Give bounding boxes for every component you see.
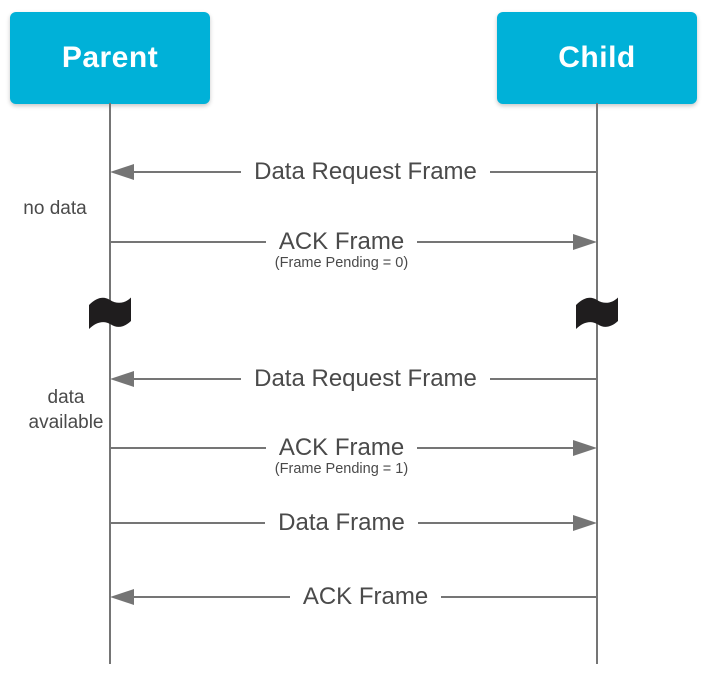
message-subtitle: (Frame Pending = 1): [274, 461, 409, 477]
message-line: [134, 595, 290, 599]
message-label-wrap: Data Frame: [265, 509, 418, 537]
message-line: [134, 377, 242, 381]
message-label-wrap: Data Request Frame: [241, 158, 490, 186]
arrowhead-right-icon: [573, 515, 598, 531]
message-label: ACK Frame: [302, 583, 429, 610]
actor-box-parent: Parent: [10, 12, 210, 104]
side-label-no-data: no data: [23, 198, 87, 219]
message-line: [441, 595, 598, 599]
message-ack-frame-3: ACK Frame: [110, 583, 598, 611]
message-data-request-frame-1: Data Request Frame: [110, 158, 598, 186]
side-label-data-available: data available: [28, 387, 104, 433]
time-break-flag-icon: [576, 297, 618, 329]
arrowhead-right-icon: [573, 234, 598, 250]
time-break-flag-icon: [89, 297, 131, 329]
message-label-wrap: Data Request Frame: [241, 365, 490, 393]
message-label-wrap: ACK Frame (Frame Pending = 1): [266, 434, 417, 477]
message-label-wrap: ACK Frame (Frame Pending = 0): [266, 228, 417, 271]
actor-parent-label: Parent: [61, 41, 159, 74]
message-ack-frame-1: ACK Frame (Frame Pending = 0): [110, 228, 598, 271]
message-ack-frame-2: ACK Frame (Frame Pending = 1): [110, 434, 598, 477]
arrowhead-right-icon: [573, 440, 598, 456]
message-line: [417, 446, 574, 450]
message-line: [110, 446, 266, 450]
arrowhead-left-icon: [110, 589, 134, 605]
message-label: ACK Frame: [278, 228, 405, 255]
parent-lifeline: [108, 103, 111, 664]
message-line: [489, 170, 598, 174]
actor-box-child: Child: [497, 12, 697, 104]
message-line: [110, 240, 266, 244]
message-subtitle: (Frame Pending = 0): [274, 255, 409, 271]
actor-child-label: Child: [558, 41, 636, 74]
message-data-request-frame-2: Data Request Frame: [110, 365, 598, 393]
arrowhead-left-icon: [110, 371, 134, 387]
message-label: Data Request Frame: [254, 158, 477, 185]
arrowhead-left-icon: [110, 164, 134, 180]
message-line: [417, 521, 574, 525]
message-line: [110, 521, 266, 525]
message-label: ACK Frame: [278, 434, 405, 461]
message-line: [417, 240, 574, 244]
message-line: [134, 170, 242, 174]
message-label: Data Request Frame: [254, 365, 477, 392]
message-label: Data Frame: [278, 509, 405, 536]
message-line: [489, 377, 598, 381]
message-data-frame: Data Frame: [110, 509, 598, 537]
message-label-wrap: ACK Frame: [290, 583, 441, 611]
child-lifeline: [595, 103, 598, 664]
